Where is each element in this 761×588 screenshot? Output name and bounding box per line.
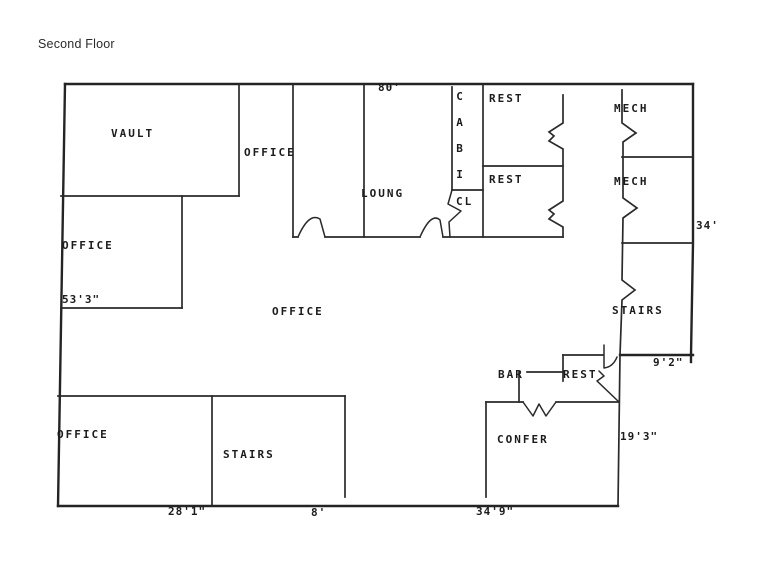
room-label-bar: BAR — [498, 368, 524, 381]
room-label-lounge: LOUNG — [361, 187, 405, 200]
room-label-office-left: OFFICE — [62, 239, 114, 252]
room-label-mech-mid: MECH — [614, 175, 649, 188]
room-label-mech-top: MECH — [614, 102, 649, 115]
interior-walls — [57, 83, 694, 507]
room-label-restroom-small: REST — [563, 368, 598, 381]
dim-label-left-office-height: 53'3" — [62, 293, 101, 306]
page-title: Second Floor — [38, 37, 115, 51]
room-label-closet: CL — [456, 195, 474, 208]
room-label-vault: VAULT — [111, 127, 155, 140]
dim-label-conference-height: 19'3" — [620, 430, 659, 443]
dim-label-right-height: 34' — [696, 219, 719, 232]
room-label-restroom-top: REST — [489, 92, 524, 105]
room-label-restroom-mid: REST — [489, 173, 524, 186]
room-label-stairs-bottom: STAIRS — [223, 448, 275, 461]
room-label-cabinet: CABI — [453, 90, 466, 194]
room-label-office-bottom-left: OFFICE — [57, 428, 109, 441]
room-label-conference: CONFER — [497, 433, 549, 446]
outer-walls — [56, 82, 695, 508]
door-symbols — [297, 189, 620, 417]
dim-label-bottom-right-width: 34'9" — [476, 505, 515, 518]
room-label-stairs-right: STAIRS — [612, 304, 664, 317]
dim-label-top-width: 80' — [378, 81, 401, 94]
dim-label-bottom-left-width: 28'1" — [168, 505, 207, 518]
dim-label-bottom-mid-width: 8' — [311, 506, 327, 519]
dim-label-stairs-step-width: 9'2" — [653, 356, 684, 369]
room-label-office-top: OFFICE — [244, 146, 296, 159]
room-label-office-center: OFFICE — [272, 305, 324, 318]
